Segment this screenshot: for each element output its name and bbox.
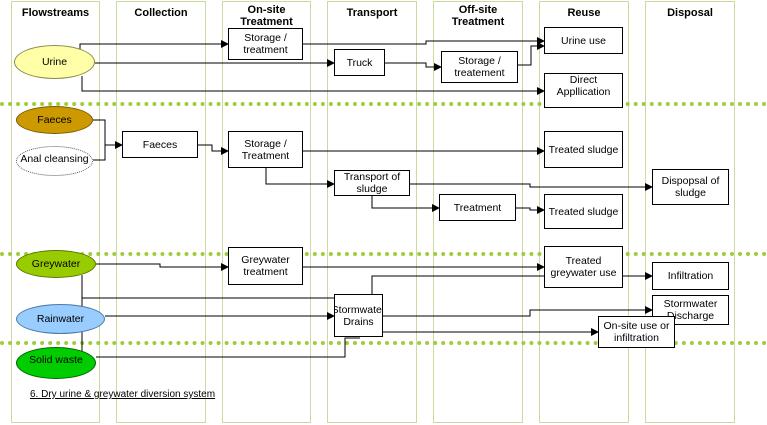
- box-treatment: Treatment: [439, 194, 516, 221]
- box-truck: Truck: [334, 49, 385, 76]
- box-direct-application: Direct Appllication: [544, 73, 623, 108]
- header-offsite-treatment: Off-site Treatment: [451, 4, 505, 28]
- column-flowstreams: [11, 1, 100, 423]
- box-storage-treatment-urine: Storage / treatment: [228, 28, 303, 60]
- stream-greywater: Greywater: [16, 250, 96, 278]
- box-greywater-treatment: Greywater treatment: [228, 247, 303, 285]
- box-storage-treatment-faeces: Storage / Treatment: [228, 131, 303, 168]
- box-treated-greywater-use: Treated greywater use: [544, 246, 623, 288]
- column-offsite-treatment: [433, 1, 523, 423]
- box-treated-sludge-2: Treated sludge: [544, 194, 623, 229]
- stream-urine: Urine: [14, 45, 95, 79]
- box-faeces-collection: Faeces: [122, 131, 198, 158]
- header-disposal: Disposal: [667, 7, 713, 19]
- stream-faeces: Faeces: [16, 106, 93, 134]
- column-transport: [327, 1, 417, 423]
- column-collection: [116, 1, 206, 423]
- header-collection: Collection: [134, 7, 188, 19]
- header-transport: Transport: [346, 7, 398, 19]
- separator-rainwater-solid: [0, 341, 767, 345]
- box-storage-treatement-offsite: Storage / treatement: [441, 51, 518, 83]
- separator-faeces-greywater: [0, 252, 767, 256]
- box-urine-use: Urine use: [544, 27, 623, 54]
- separator-urine-faeces: [0, 102, 767, 106]
- box-onsite-use-or-infiltration: On-site use or infiltration: [598, 316, 675, 348]
- box-transport-of-sludge: Transport of sludge: [334, 170, 410, 196]
- box-stormwater-drains: Stormwater Drains: [334, 294, 383, 337]
- box-infiltration: Infiltration: [652, 262, 729, 290]
- header-onsite-treatment: On-site Treatment: [240, 4, 293, 28]
- box-disposal-of-sludge: Dispopsal of sludge: [652, 169, 729, 205]
- header-reuse: Reuse: [567, 7, 601, 19]
- column-disposal: [645, 1, 735, 423]
- column-onsite-treatment: [222, 1, 311, 423]
- figure-caption: 6. Dry urine & greywater diversion syste…: [30, 389, 216, 400]
- box-treated-sludge-1: Treated sludge: [544, 131, 623, 168]
- stream-anal-cleansing: Anal cleansing: [16, 146, 93, 176]
- stream-rainwater: Rainwater: [16, 304, 105, 334]
- stream-solid-waste: Solid waste: [16, 347, 96, 379]
- header-flowstreams: Flowstreams: [21, 7, 90, 19]
